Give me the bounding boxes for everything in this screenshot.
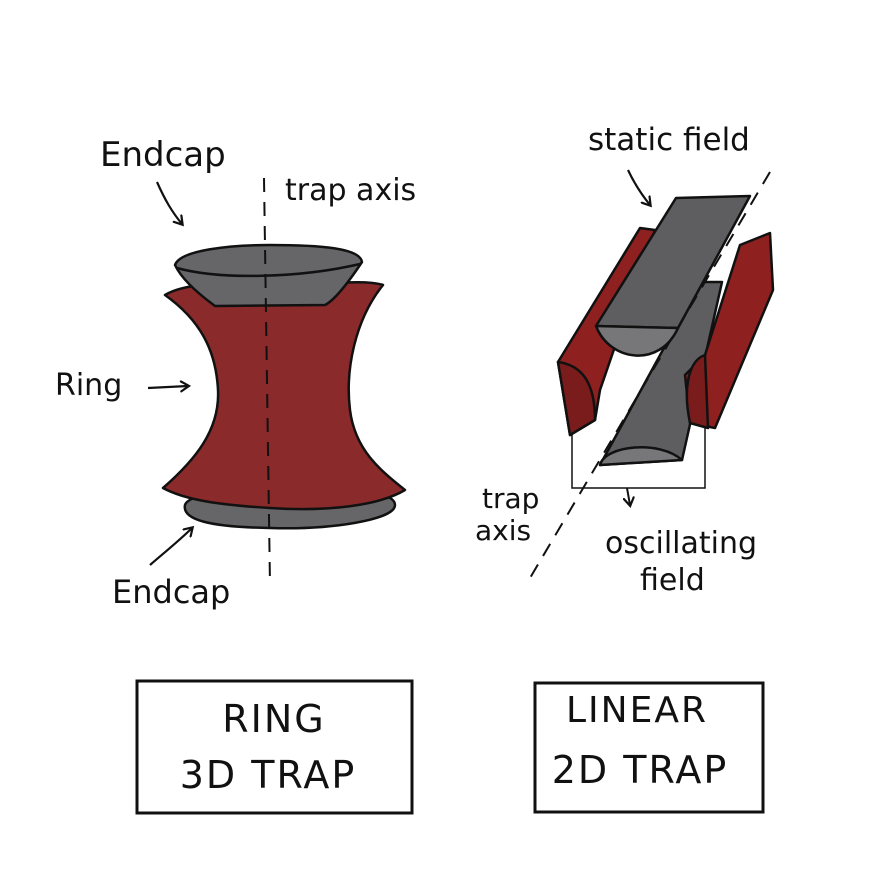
oscillating-arrow [627,487,630,505]
ring-arrow [147,386,188,388]
label-trap-axis: trap axis [285,173,416,208]
ring-box-line2: 3D TRAP [180,753,357,797]
bottom-electrode-face [598,446,684,467]
right-electrode-face [685,353,710,430]
label-bottom-endcap: Endcap [112,573,230,611]
endcap-bottom-arrow [149,528,192,566]
linear-box-line2: 2D TRAP [552,748,729,792]
label-ring: Ring [55,368,122,403]
linear-trap: static field trap axis oscillating field [475,122,775,598]
oscillating-connector [571,428,706,489]
top-electrode-face [594,324,680,357]
linear-trap-axis-line [529,171,771,579]
endcap-top-arrow [155,181,182,224]
label-linear-trap-axis-1: trap [482,482,539,515]
trap-axis-line [263,177,271,586]
ring-trap: Endcap trap axis Ring Endcap [55,135,416,611]
label-oscillating-1: oscillating [605,526,757,561]
label-top-endcap: Endcap [100,135,226,175]
linear-trap-box: LINEAR 2D TRAP [533,681,765,814]
linear-box-line1: LINEAR [566,690,708,731]
left-electrode-face [556,360,597,437]
ring-box-line1: RING [222,697,325,741]
ring-trap-box: RING 3D TRAP [135,679,414,815]
label-static-field: static field [588,122,750,158]
ring-electrode [161,281,407,511]
top-endcap-rim [175,262,362,278]
label-linear-trap-axis-2: axis [475,514,531,547]
label-oscillating-2: field [640,563,705,598]
static-field-arrow [627,169,650,205]
